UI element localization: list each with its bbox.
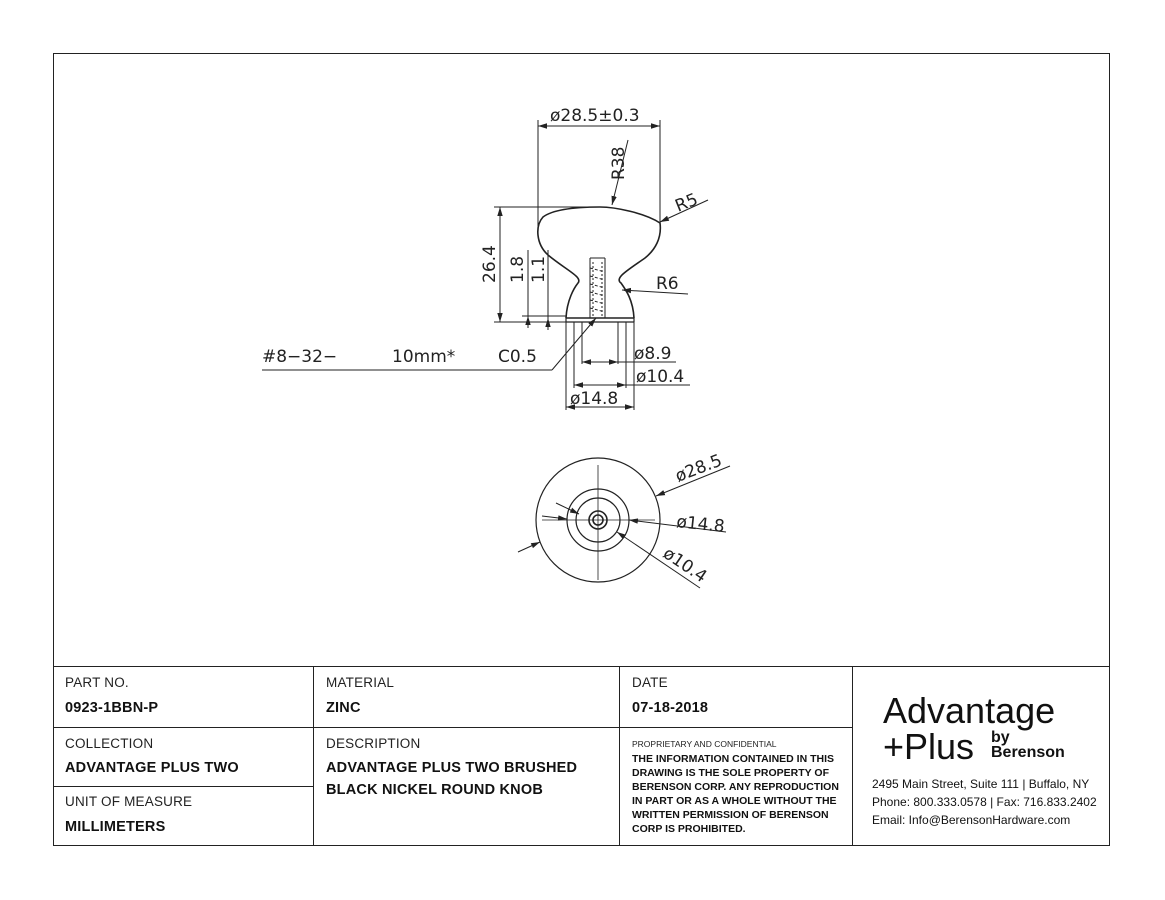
collection-cell: COLLECTION ADVANTAGE PLUS TWO: [53, 727, 314, 786]
confidential-title: PROPRIETARY AND CONFIDENTIAL: [632, 739, 777, 749]
base-flange: [565, 318, 635, 323]
brand-logo-line1: Advantage: [883, 690, 1056, 731]
brand-email: Email: Info@BerensonHardware.com: [872, 813, 1071, 827]
drawing-frame: [53, 53, 1110, 846]
chamfer-note: C0.5: [498, 347, 537, 367]
brand-logo-line2: +Plus: [883, 726, 975, 767]
dim-flange-heights: [522, 250, 566, 330]
description-cell: DESCRIPTION ADVANTAGE PLUS TWO BRUSHED B…: [314, 727, 620, 846]
uom-label: UNIT OF MEASURE: [65, 794, 193, 809]
dim-r6: [621, 287, 689, 295]
title-block: PART NO. 0923-1BBN-P COLLECTION ADVANTAG…: [53, 666, 1110, 846]
date-label: DATE: [632, 675, 668, 690]
brand-logo-company: Berenson: [991, 744, 1065, 761]
brand-logo-by: by: [991, 729, 1010, 746]
dim-8-9-label: ø8.9: [634, 344, 671, 364]
dim-diameter-top-label: ø28.5±0.3: [550, 106, 640, 126]
material-value: ZINC: [326, 700, 361, 716]
brand-address: 2495 Main Street, Suite 111 | Buffalo, N…: [872, 777, 1090, 791]
dim-1-1-label: 1.1: [529, 256, 549, 283]
material-cell: MATERIAL ZINC: [314, 666, 620, 727]
part-no-label: PART NO.: [65, 675, 129, 690]
dim-1-8-label: 1.8: [508, 256, 528, 283]
uom-cell: UNIT OF MEASURE MILLIMETERS: [53, 786, 314, 846]
threaded-insert: [589, 257, 606, 318]
dim-10-4-label: ø10.4: [636, 367, 684, 387]
dim-r6-label: R6: [656, 274, 679, 294]
depth-note: 10mm*: [392, 347, 455, 367]
part-no-value: 0923-1BBN-P: [65, 700, 159, 716]
dim-14-8-label: ø14.8: [570, 389, 618, 409]
uom-value: MILLIMETERS: [65, 819, 166, 835]
confidential-text: THE INFORMATION CONTAINED IN THIS DRAWIN…: [632, 753, 839, 835]
dim-bottom-diameters: [565, 322, 690, 410]
brand-phone: Phone: 800.333.0578 | Fax: 716.833.2402: [872, 795, 1097, 809]
description-label: DESCRIPTION: [326, 736, 421, 751]
description-line2: BLACK NICKEL ROUND KNOB: [326, 782, 543, 798]
bottom-view-centerlines: [542, 465, 655, 580]
dim-r5-label: R5: [672, 190, 700, 217]
part-no-cell: PART NO. 0923-1BBN-P: [53, 666, 314, 727]
dim-r5: [659, 199, 709, 223]
bottom-dim-28-5-label: ø28.5: [673, 451, 725, 487]
date-cell: DATE 07-18-2018: [620, 666, 853, 727]
dim-diameter-top: [537, 120, 661, 230]
collection-label: COLLECTION: [65, 736, 154, 751]
date-value: 07-18-2018: [632, 700, 709, 716]
dim-r38-label: R38: [609, 147, 629, 180]
thread-note: #8−32−: [262, 347, 337, 367]
collection-value: ADVANTAGE PLUS TWO: [65, 760, 239, 776]
dim-r38: [611, 139, 629, 206]
material-label: MATERIAL: [326, 675, 395, 690]
confidential-cell: PROPRIETARY AND CONFIDENTIAL THE INFORMA…: [620, 727, 853, 846]
knob-side-profile: [537, 206, 662, 319]
description-line1: ADVANTAGE PLUS TWO BRUSHED: [326, 760, 578, 776]
technical-drawing: ø28.5±0.3 R38 R5 26.4 1.8 1.1 R6 #8−32− …: [262, 106, 731, 589]
dim-height-label: 26.4: [480, 245, 500, 283]
brand-cell: Advantage +Plus by Berenson 2495 Main St…: [853, 666, 1110, 846]
bottom-dim-14-8-label: ø14.8: [675, 512, 725, 537]
bottom-view-leaders: [517, 465, 731, 589]
